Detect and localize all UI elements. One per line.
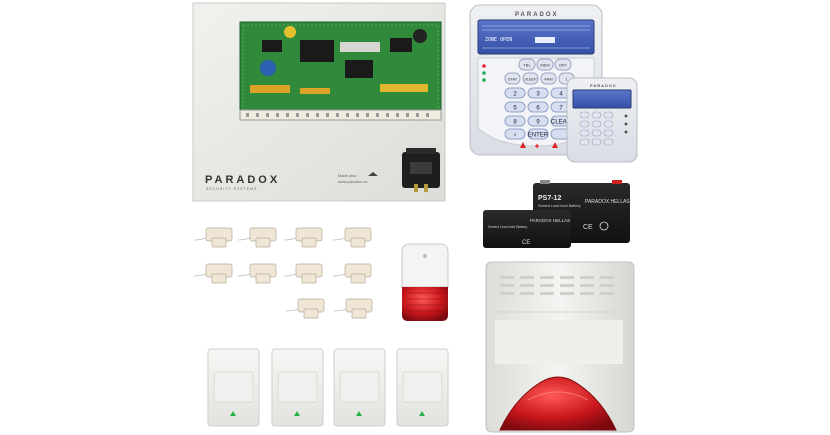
battery-large-brand: PARADOX HELLAS <box>585 199 630 205</box>
door-contact <box>193 227 233 248</box>
battery-large-type: Sealed Lead Acid Battery <box>538 204 581 208</box>
svg-text:2: 2 <box>513 92 517 98</box>
battery-large-model: PS7-12 <box>538 195 561 202</box>
keypad-small-lcd <box>572 89 632 109</box>
panel-footer-line1: Made also <box>338 173 357 178</box>
svg-text:9: 9 <box>536 120 540 126</box>
led-indicator-icon <box>294 411 300 416</box>
keypad-key[interactable]: SLEEP <box>522 72 539 85</box>
outdoor-siren <box>485 261 635 433</box>
keypad-key[interactable]: STAY <box>504 72 521 85</box>
door-contact <box>283 227 323 248</box>
keypad-key-5[interactable]: 6 <box>527 101 549 113</box>
svg-text:1: 1 <box>565 78 567 82</box>
keypad-key-8[interactable]: 9 <box>527 115 549 127</box>
panel-logo-icon <box>368 172 378 176</box>
keypad-key-2[interactable]: 3 <box>527 87 549 99</box>
svg-text:8: 8 <box>513 120 517 126</box>
ce-mark-icon: CE <box>583 224 593 231</box>
pir-detector <box>333 348 386 427</box>
transformer <box>402 148 440 192</box>
door-contact <box>285 298 325 319</box>
keypad-key-7[interactable]: 8 <box>504 115 526 127</box>
panel-sub-brand: SECURITY SYSTEMS <box>206 187 257 191</box>
svg-text:SLEEP: SLEEP <box>524 78 537 82</box>
svg-text:5: 5 <box>513 106 517 112</box>
fire-icon <box>520 142 526 148</box>
svg-text:3: 3 <box>536 92 540 98</box>
pir-detector <box>271 348 324 427</box>
keypad-key-clear[interactable]: 0 <box>504 128 526 140</box>
keypad-large-lcd-text: ZONE OPEN <box>485 37 512 43</box>
keypad-key[interactable]: MEM <box>536 58 554 71</box>
battery-small-brand: PARADOX HELLAS <box>530 218 570 223</box>
keypad-large-brand: PARADOX <box>515 12 559 18</box>
svg-text:4: 4 <box>559 92 563 98</box>
pir-detector <box>207 348 260 427</box>
svg-text:TBL: TBL <box>523 63 531 68</box>
door-contacts <box>193 227 373 319</box>
led-indicator-icon <box>356 411 362 416</box>
pcb-board <box>239 21 442 121</box>
door-contact <box>333 298 373 319</box>
door-contact <box>283 263 323 284</box>
svg-text:STAY: STAY <box>508 78 518 82</box>
pir-detector <box>396 348 449 427</box>
battery-small-type: Sealed Lead Acid Battery <box>488 225 528 229</box>
police-icon <box>552 142 558 148</box>
keypad-lcd-small: PARADOX <box>566 77 638 163</box>
svg-text:7: 7 <box>559 106 563 112</box>
panel-brand: PARADOX <box>205 174 280 186</box>
door-contact <box>193 263 233 284</box>
panel-footer-line2: www.paradox.ca <box>338 179 368 184</box>
control-panel-enclosure: PARADOX SECURITY SYSTEMS Made also www.p… <box>192 2 446 202</box>
door-contact <box>332 227 372 248</box>
ce-mark-icon: CE <box>522 240 530 246</box>
svg-text:MEM: MEM <box>540 63 549 68</box>
recycle-icon <box>599 221 609 231</box>
led-indicator-icon <box>230 411 236 416</box>
door-contact <box>332 263 372 284</box>
svg-text:0: 0 <box>514 133 516 137</box>
keypad-key[interactable]: OFF <box>554 58 572 71</box>
door-contact <box>237 227 277 248</box>
keypad-key[interactable]: ARM <box>540 72 557 85</box>
door-contact <box>237 263 277 284</box>
siren-strobe-lens <box>499 376 617 431</box>
svg-text:ENTER: ENTER <box>528 133 549 139</box>
keypad-key[interactable]: TBL <box>518 58 536 71</box>
svg-text:CLEAR: CLEAR <box>551 120 572 126</box>
pir-detectors <box>207 348 449 427</box>
medical-icon <box>535 144 539 148</box>
svg-text:OFF: OFF <box>559 63 568 68</box>
led-indicator-icon <box>419 411 425 416</box>
keypad-key-0[interactable]: ENTER <box>527 128 549 140</box>
svg-text:ARM: ARM <box>544 78 552 82</box>
keypad-key-1[interactable]: 2 <box>504 87 526 99</box>
svg-text:6: 6 <box>536 106 540 112</box>
keypad-small-brand: PARADOX <box>590 83 617 88</box>
battery-small: Sealed Lead Acid Battery PARADOX HELLAS … <box>483 210 571 248</box>
keypad-key-4[interactable]: 5 <box>504 101 526 113</box>
indoor-siren-strobe <box>401 243 449 321</box>
